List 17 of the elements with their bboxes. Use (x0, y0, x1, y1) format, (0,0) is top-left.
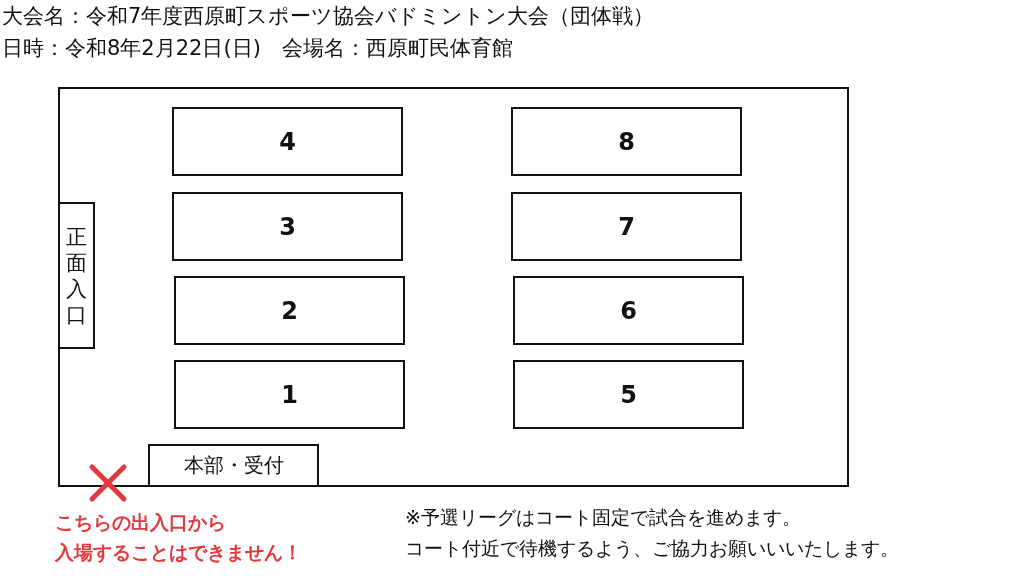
warning-text: こちらの出入口から (55, 510, 226, 535)
title: 大会名：令和7年度西原町スポーツ協会バドミントン大会（団体戦） (2, 3, 655, 30)
court-box: 4 (172, 107, 403, 176)
court-box: 1 (174, 360, 405, 429)
gym-floor-outline (58, 87, 849, 487)
entrance-box: 正面入口 (58, 202, 95, 349)
court-box: 2 (174, 276, 405, 345)
warning-text: 入場することはできません！ (55, 540, 302, 565)
note-text: ※予選リーグはコート固定で試合を進めます。 (405, 505, 801, 530)
reception-box: 本部・受付 (148, 444, 319, 487)
court-box: 5 (513, 360, 744, 429)
court-box: 6 (513, 276, 744, 345)
court-box: 3 (172, 192, 403, 261)
court-box: 7 (511, 192, 742, 261)
note-text: コート付近で待機するよう、ご協力お願いいいたします。 (405, 536, 899, 561)
court-box: 8 (511, 107, 742, 176)
subtitle: 日時：令和8年2月22日(日) 会場名：西原町民体育館 (2, 35, 513, 62)
